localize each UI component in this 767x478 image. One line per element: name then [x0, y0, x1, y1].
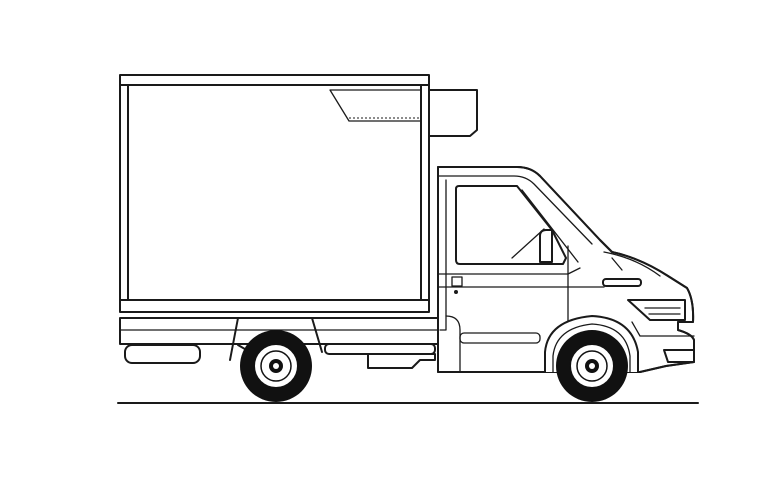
front-arch-inner	[552, 323, 631, 373]
rear-rim-ring	[260, 350, 292, 382]
rear-wheel	[240, 330, 312, 402]
hood-crease	[611, 257, 623, 271]
front-hub-center	[589, 363, 595, 369]
a-pillar	[521, 189, 579, 263]
beltline	[437, 267, 581, 275]
box-body	[119, 84, 430, 301]
bumper-crease	[631, 321, 695, 337]
rear-hub-center	[273, 363, 279, 369]
door-lower-curve	[445, 315, 461, 373]
fuel-tank	[124, 344, 201, 364]
hood-line	[603, 251, 661, 277]
step-bracket	[367, 353, 436, 369]
steering-column	[511, 228, 545, 259]
door-handle	[451, 276, 463, 287]
refrigeration-unit	[329, 89, 478, 137]
mirror	[539, 229, 553, 263]
box-roof-strip	[119, 74, 430, 86]
reefer-panel	[329, 89, 422, 122]
roof-trim	[437, 175, 593, 245]
side-window	[455, 185, 567, 265]
side-step-rail	[324, 343, 436, 355]
door-rear-edge	[439, 179, 447, 331]
box-floor-rail	[119, 299, 430, 313]
reefer-housing	[428, 89, 478, 137]
headlight	[627, 299, 686, 321]
side-indicator	[602, 278, 642, 287]
cargo-box	[119, 74, 430, 313]
front-bumper-light	[663, 349, 695, 363]
rear-strut-front	[311, 317, 323, 353]
front-wheel	[556, 330, 628, 402]
cab	[437, 166, 695, 373]
front-rim-ring	[576, 350, 608, 382]
door-lock	[454, 290, 458, 294]
rocker-trim	[459, 332, 541, 344]
